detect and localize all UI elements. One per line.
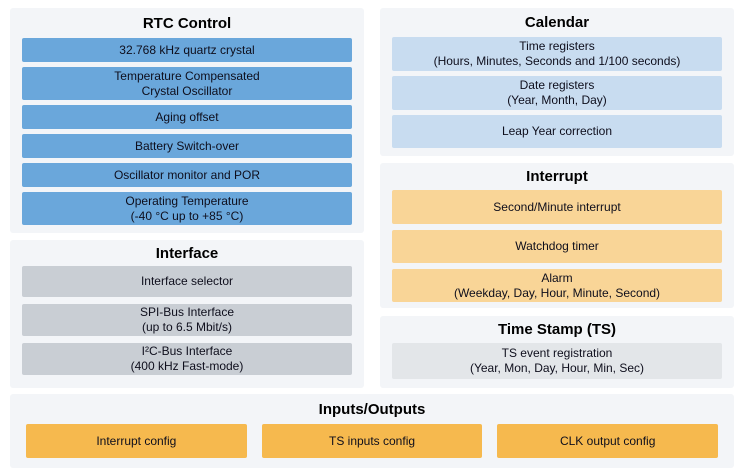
interrupt-title: Interrupt	[526, 168, 588, 185]
rtc-control-section: RTC Control 32.768 kHz quartz crystal Te…	[10, 8, 364, 233]
block-oscillator-monitor: Oscillator monitor and POR	[22, 163, 352, 187]
block-operating-temperature: Operating Temperature (-40 °C up to +85 …	[22, 192, 352, 225]
inputs-outputs-title: Inputs/Outputs	[318, 400, 426, 418]
calendar-section: Calendar Time registers (Hours, Minutes,…	[380, 8, 734, 156]
right-column: Calendar Time registers (Hours, Minutes,…	[380, 8, 734, 388]
block-interface-selector: Interface selector	[22, 266, 352, 297]
block-ts-inputs-config: TS inputs config	[261, 424, 483, 458]
calendar-blocks: Time registers (Hours, Minutes, Seconds …	[392, 37, 722, 148]
diagram-columns: RTC Control 32.768 kHz quartz crystal Te…	[10, 8, 734, 388]
rtc-control-title: RTC Control	[142, 14, 232, 32]
block-alarm: Alarm (Weekday, Day, Hour, Minute, Secon…	[392, 269, 722, 302]
interface-title: Interface	[155, 244, 219, 262]
calendar-title: Calendar	[524, 14, 590, 31]
block-time-registers: Time registers (Hours, Minutes, Seconds …	[392, 37, 722, 71]
time-stamp-blocks: TS event registration (Year, Mon, Day, H…	[392, 343, 722, 379]
block-spi-bus-interface: SPI-Bus Interface (up to 6.5 Mbit/s)	[22, 304, 352, 336]
inputs-outputs-section: Inputs/Outputs Interrupt config TS input…	[10, 394, 734, 468]
block-leap-year-correction: Leap Year correction	[392, 115, 722, 148]
interface-blocks: Interface selector SPI-Bus Interface (up…	[22, 266, 352, 375]
block-interrupt-config: Interrupt config	[26, 424, 247, 458]
left-column: RTC Control 32.768 kHz quartz crystal Te…	[10, 8, 364, 388]
inputs-outputs-blocks: Interrupt config TS inputs config CLK ou…	[26, 424, 719, 458]
time-stamp-title: Time Stamp (TS)	[497, 321, 617, 338]
block-ts-event-registration: TS event registration (Year, Mon, Day, H…	[392, 343, 722, 379]
block-quartz-crystal: 32.768 kHz quartz crystal	[22, 38, 352, 62]
interrupt-blocks: Second/Minute interrupt Watchdog timer A…	[392, 190, 722, 302]
block-battery-switch-over: Battery Switch-over	[22, 134, 352, 158]
block-clk-output-config: CLK output config	[497, 424, 719, 458]
block-date-registers: Date registers (Year, Month, Day)	[392, 76, 722, 110]
rtc-control-blocks: 32.768 kHz quartz crystal Temperature Co…	[22, 38, 352, 225]
interface-section: Interface Interface selector SPI-Bus Int…	[10, 240, 364, 388]
block-aging-offset: Aging offset	[22, 105, 352, 129]
block-second-minute-interrupt: Second/Minute interrupt	[392, 190, 722, 224]
block-watchdog-timer: Watchdog timer	[392, 230, 722, 263]
time-stamp-section: Time Stamp (TS) TS event registration (Y…	[380, 316, 734, 388]
block-tcxo: Temperature Compensated Crystal Oscillat…	[22, 67, 352, 100]
interrupt-section: Interrupt Second/Minute interrupt Watchd…	[380, 163, 734, 308]
block-i2c-bus-interface: I²C-Bus Interface (400 kHz Fast-mode)	[22, 343, 352, 375]
